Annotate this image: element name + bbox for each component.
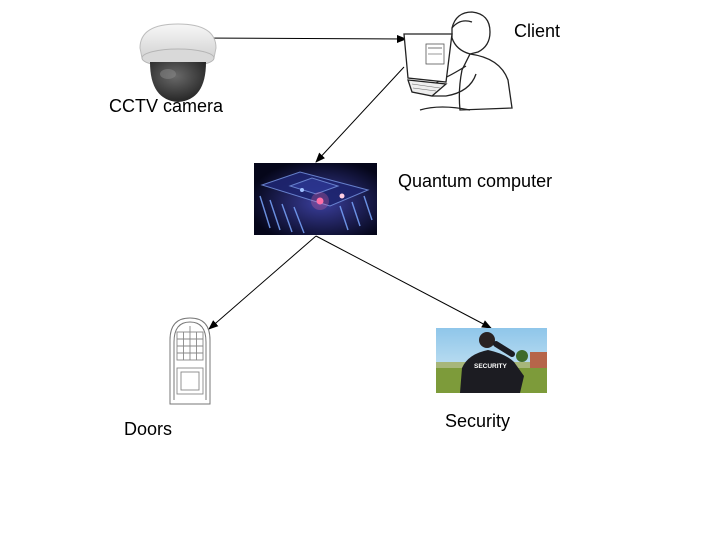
node-label-doors: Doors — [124, 419, 173, 439]
node-label-quantum-computer: Quantum computer — [398, 171, 553, 191]
person-at-laptop-icon — [403, 11, 513, 111]
door-icon — [169, 317, 211, 405]
cctv-camera-icon — [139, 23, 217, 102]
edge-cctv-to-client — [194, 34, 407, 43]
edge-client-to-quantum — [315, 66, 405, 163]
node-label-security: Security — [445, 411, 511, 431]
node-label-cctv-camera: CCTV camera — [109, 96, 224, 116]
edge-quantum-to-security — [315, 235, 492, 329]
security-vest-text: SECURITY — [474, 363, 508, 370]
quantum-chip-icon — [254, 163, 377, 235]
edge-quantum-to-doors — [208, 235, 317, 330]
node-label-client: Client — [514, 21, 561, 41]
edges — [194, 34, 492, 330]
security-guard-icon: SECURITY — [436, 328, 547, 393]
